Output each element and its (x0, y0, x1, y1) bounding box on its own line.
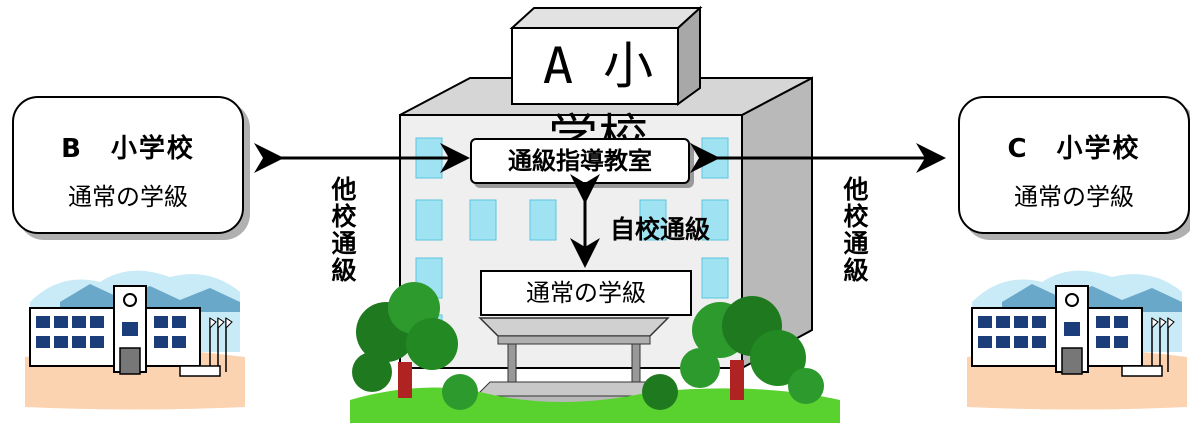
school-b-illustration (20, 262, 250, 412)
school-c-title: C 小学校 (1007, 134, 1141, 164)
other-school-label-left: 他校通級 (328, 176, 357, 284)
school-a-regular-class-label: 通常の学級 (480, 270, 692, 316)
resource-room-text: 通級指導教室 (508, 147, 652, 175)
school-c-subtitle: 通常の学級 (1014, 183, 1134, 211)
school-c-box: C 小学校 通常の学級 (958, 96, 1190, 234)
school-b-title: B 小学校 (61, 134, 195, 164)
other-school-label-right: 他校通級 (840, 176, 869, 284)
school-c-illustration (962, 262, 1190, 412)
school-b-box: B 小学校 通常の学級 (12, 96, 244, 234)
school-a-regular-class-text: 通常の学級 (526, 279, 646, 307)
self-school-label: 自校通級 (610, 215, 711, 244)
school-b-subtitle: 通常の学級 (68, 183, 188, 211)
